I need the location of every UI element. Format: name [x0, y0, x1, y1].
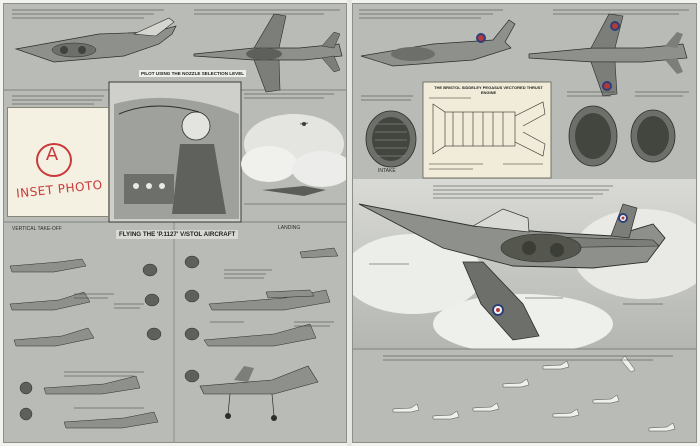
vertical-take-off-label: VERTICAL TAKE-OFF: [12, 226, 62, 232]
annotation-note: INSET PHOTO: [15, 177, 104, 201]
right-page-illustration: [353, 9, 696, 442]
cutaway-title: THE BRISTOL SIDDELEY PEGASUS VECTORED TH…: [434, 85, 543, 95]
page-gutter: [347, 0, 352, 446]
intake-label: INTAKE: [378, 168, 396, 174]
inset-photo-annotation-card: A INSET PHOTO: [7, 107, 109, 217]
aircraft-side-icon: [360, 19, 516, 67]
nozzle-caption: PILOT USING THE NOZZLE SELECTION LEVEL: [139, 70, 247, 77]
title-banner: FLYING THE 'P.1127' V/STOL AIRCRAFT: [116, 230, 239, 239]
annotation-circle: [36, 143, 72, 177]
roundel-icon: [492, 213, 628, 316]
right-page: THE BRISTOL SIDDELEY PEGASUS VECTORED TH…: [352, 3, 697, 443]
nozzle-icon: [365, 105, 676, 168]
landing-label: LANDING: [278, 225, 301, 231]
aircraft-side-icon: [14, 17, 177, 63]
left-page-illustration: [4, 9, 346, 442]
nozzle-icon: [19, 263, 162, 421]
left-page: A INSET PHOTO PILOT USING THE NOZZLE SEL…: [3, 3, 347, 443]
aircraft-plan-icon: [193, 13, 343, 93]
annotation-letter: A: [45, 144, 59, 165]
aircraft-plan-icon: [528, 13, 688, 97]
